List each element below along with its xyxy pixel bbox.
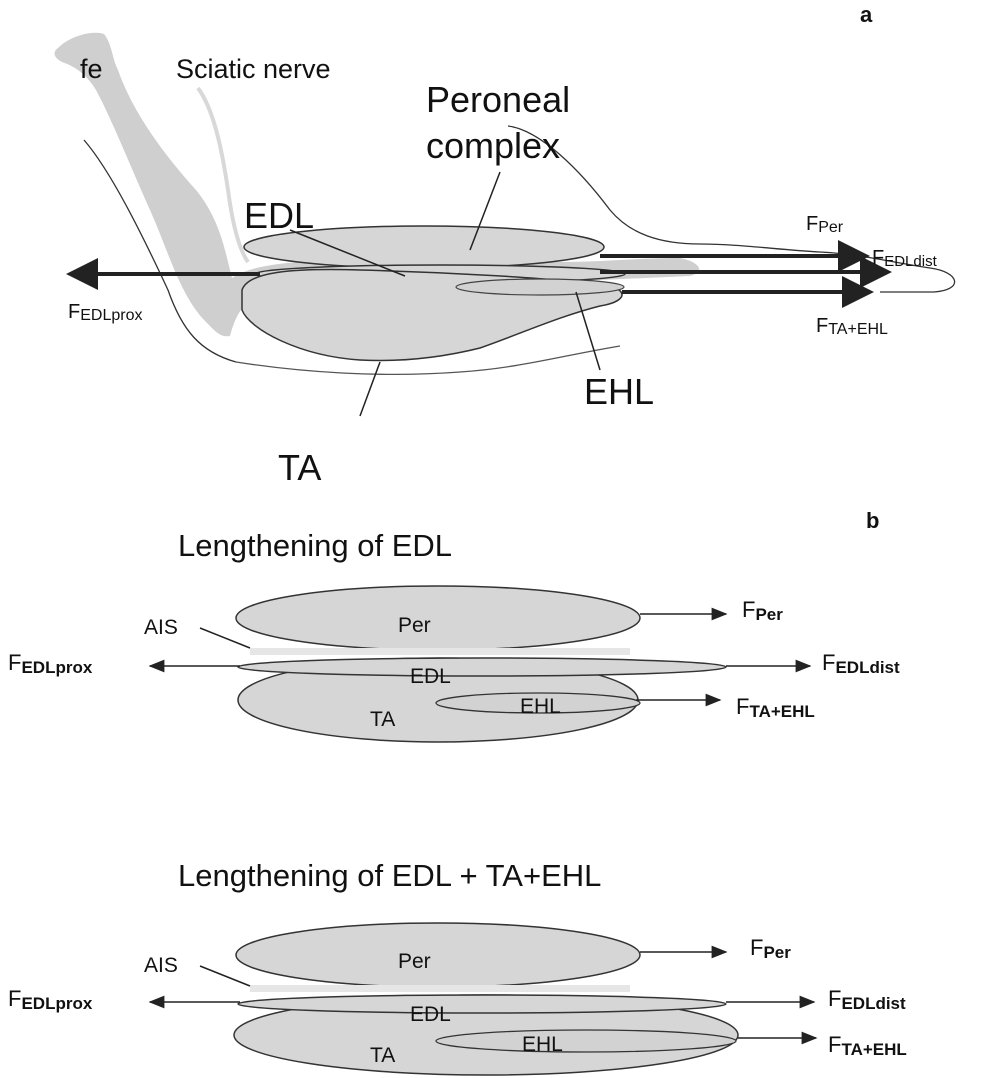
label-peroneal-line1: Peroneal: [426, 79, 570, 120]
force-label-edl-dist: FEDLdist: [822, 650, 900, 677]
ais-pointer: [200, 628, 250, 648]
label-edl: EDL: [410, 665, 451, 688]
per-muscle: [236, 923, 640, 987]
force-label-edl-prox: FEDLprox: [68, 301, 142, 324]
ais-label: AIS: [144, 616, 178, 639]
force-label-ta-ehl: FTA+EHL: [736, 694, 815, 721]
diagram-lengthening-edl-ta-ehl: Lengthening of EDL + TA+EHL AIS Per EDL …: [8, 858, 907, 1075]
label-ehl: EHL: [520, 695, 561, 718]
edl-muscle: [238, 658, 726, 676]
label-sciatic-nerve: Sciatic nerve: [176, 54, 331, 84]
ehl-muscle: [456, 279, 624, 295]
edl-muscle: [238, 995, 726, 1013]
force-label-per: FPer: [742, 597, 783, 624]
ehl-muscle: [436, 1030, 736, 1052]
label-ta: TA: [278, 447, 321, 488]
force-label-per: FPer: [806, 213, 844, 236]
force-label-ta-ehl: FTA+EHL: [816, 315, 888, 338]
force-label-edl-prox: FEDLprox: [8, 650, 93, 677]
label-edl: EDL: [410, 1003, 451, 1026]
label-ta: TA: [370, 708, 395, 731]
diagram-lengthening-edl: Lengthening of EDL AIS Per EDL EHL TA FP…: [8, 528, 900, 742]
panel-a-letter: a: [860, 2, 873, 27]
panel-a: a fe Sciatic nerve Peroneal complex ED: [55, 2, 955, 488]
force-label-edl-dist: FEDLdist: [828, 986, 906, 1013]
label-fe: fe: [80, 54, 103, 84]
force-label-ta-ehl: FTA+EHL: [828, 1032, 907, 1059]
per-muscle: [236, 586, 640, 650]
label-ehl: EHL: [522, 1033, 563, 1056]
label-ta: TA: [370, 1044, 395, 1067]
ais-pointer: [200, 966, 250, 986]
force-label-edl-dist: FEDLdist: [872, 247, 938, 270]
label-per: Per: [398, 614, 431, 637]
label-edl: EDL: [244, 195, 314, 236]
ais-band: [250, 648, 630, 655]
panel-b-letter: b: [866, 508, 879, 533]
ais-band: [250, 985, 630, 992]
label-peroneal-line2: complex: [426, 125, 560, 166]
force-label-per: FPer: [750, 935, 791, 962]
diagram-title: Lengthening of EDL + TA+EHL: [178, 858, 601, 893]
ais-label: AIS: [144, 954, 178, 977]
diagram-title: Lengthening of EDL: [178, 528, 452, 563]
pointer-ta: [360, 362, 380, 416]
panel-b: b Lengthening of EDL AIS Per EDL EHL TA …: [8, 508, 907, 1075]
label-per: Per: [398, 950, 431, 973]
force-label-edl-prox: FEDLprox: [8, 986, 93, 1013]
label-ehl: EHL: [584, 371, 654, 412]
